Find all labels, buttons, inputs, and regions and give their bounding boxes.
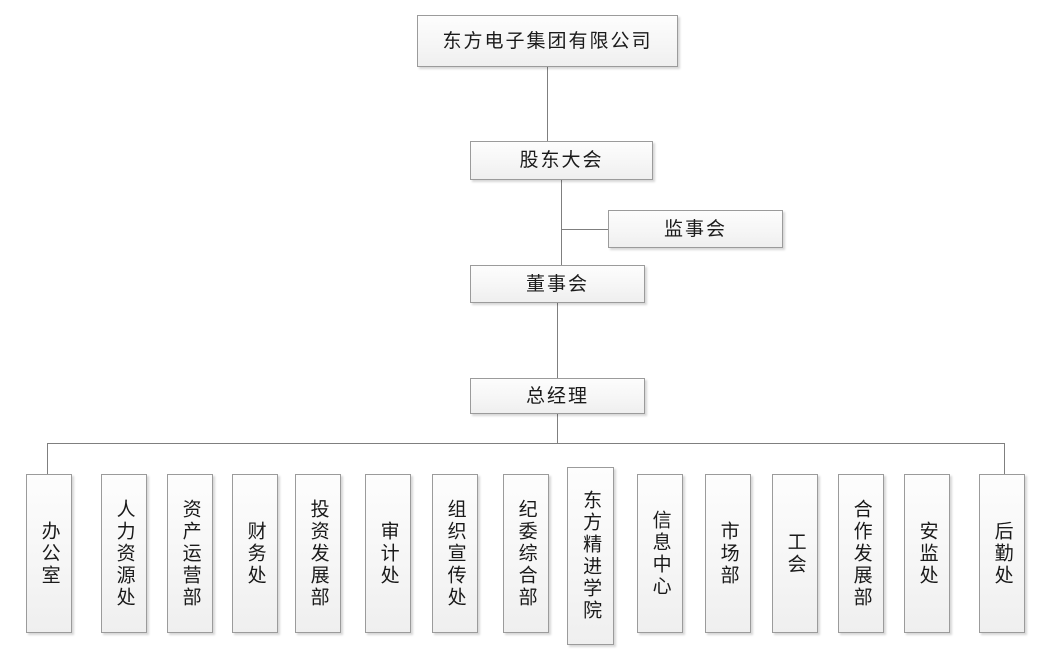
node-department-9[interactable]: 东方精进学院 [567,467,614,645]
node-shareholders-meeting[interactable]: 股东大会 [470,141,653,180]
node-department-13-label: 合作发展部 [850,498,873,609]
node-department-7-label: 组织宣传处 [444,498,467,609]
node-department-12[interactable]: 工会 [772,474,818,633]
node-company-label: 东方电子集团有限公司 [442,29,653,52]
node-department-6[interactable]: 审计处 [365,474,411,633]
connector-bus-drop-right [1004,443,1005,474]
node-department-11-label: 市场部 [717,520,740,587]
node-company[interactable]: 东方电子集团有限公司 [417,15,678,67]
node-department-15[interactable]: 后勤处 [979,474,1025,633]
node-department-10-label: 信息中心 [649,509,672,598]
node-board-of-supervisors-label: 监事会 [663,217,727,240]
node-department-3-label: 资产运营部 [179,498,202,609]
node-department-4[interactable]: 财务处 [232,474,278,633]
node-general-manager[interactable]: 总经理 [470,378,645,414]
node-department-4-label: 财务处 [244,520,267,587]
connector-to-supervisors [561,229,608,230]
node-department-1[interactable]: 办公室 [26,474,72,633]
node-department-15-label: 后勤处 [991,520,1014,587]
connector-department-bus [47,443,1005,444]
node-department-8[interactable]: 纪委综合部 [503,474,549,633]
node-department-12-label: 工会 [784,531,807,576]
node-shareholders-meeting-label: 股东大会 [519,149,604,171]
node-general-manager-label: 总经理 [525,384,589,407]
node-department-11[interactable]: 市场部 [705,474,751,633]
node-board-of-directors-label: 董事会 [525,272,589,295]
node-department-14[interactable]: 安监处 [904,474,950,633]
node-department-8-label: 纪委综合部 [515,498,538,609]
node-department-14-label: 安监处 [916,520,939,587]
node-department-5[interactable]: 投资发展部 [295,474,341,633]
connector-board-to-gm [557,303,558,378]
node-department-9-label: 东方精进学院 [580,490,603,622]
connector-bus-drop-left [47,443,48,474]
node-department-13[interactable]: 合作发展部 [838,474,884,633]
node-department-2[interactable]: 人力资源处 [101,474,147,633]
node-department-3[interactable]: 资产运营部 [167,474,213,633]
node-department-6-label: 审计处 [377,520,400,587]
node-department-10[interactable]: 信息中心 [637,474,683,633]
node-department-2-label: 人力资源处 [113,498,136,609]
connector-shareholders-spine [561,180,562,265]
connector-gm-to-bus [557,414,558,443]
node-department-5-label: 投资发展部 [307,498,330,609]
node-board-of-supervisors[interactable]: 监事会 [608,210,783,248]
node-department-7[interactable]: 组织宣传处 [432,474,478,633]
connector-company-to-shareholders [547,67,548,141]
node-board-of-directors[interactable]: 董事会 [470,265,645,303]
node-department-1-label: 办公室 [38,520,61,587]
